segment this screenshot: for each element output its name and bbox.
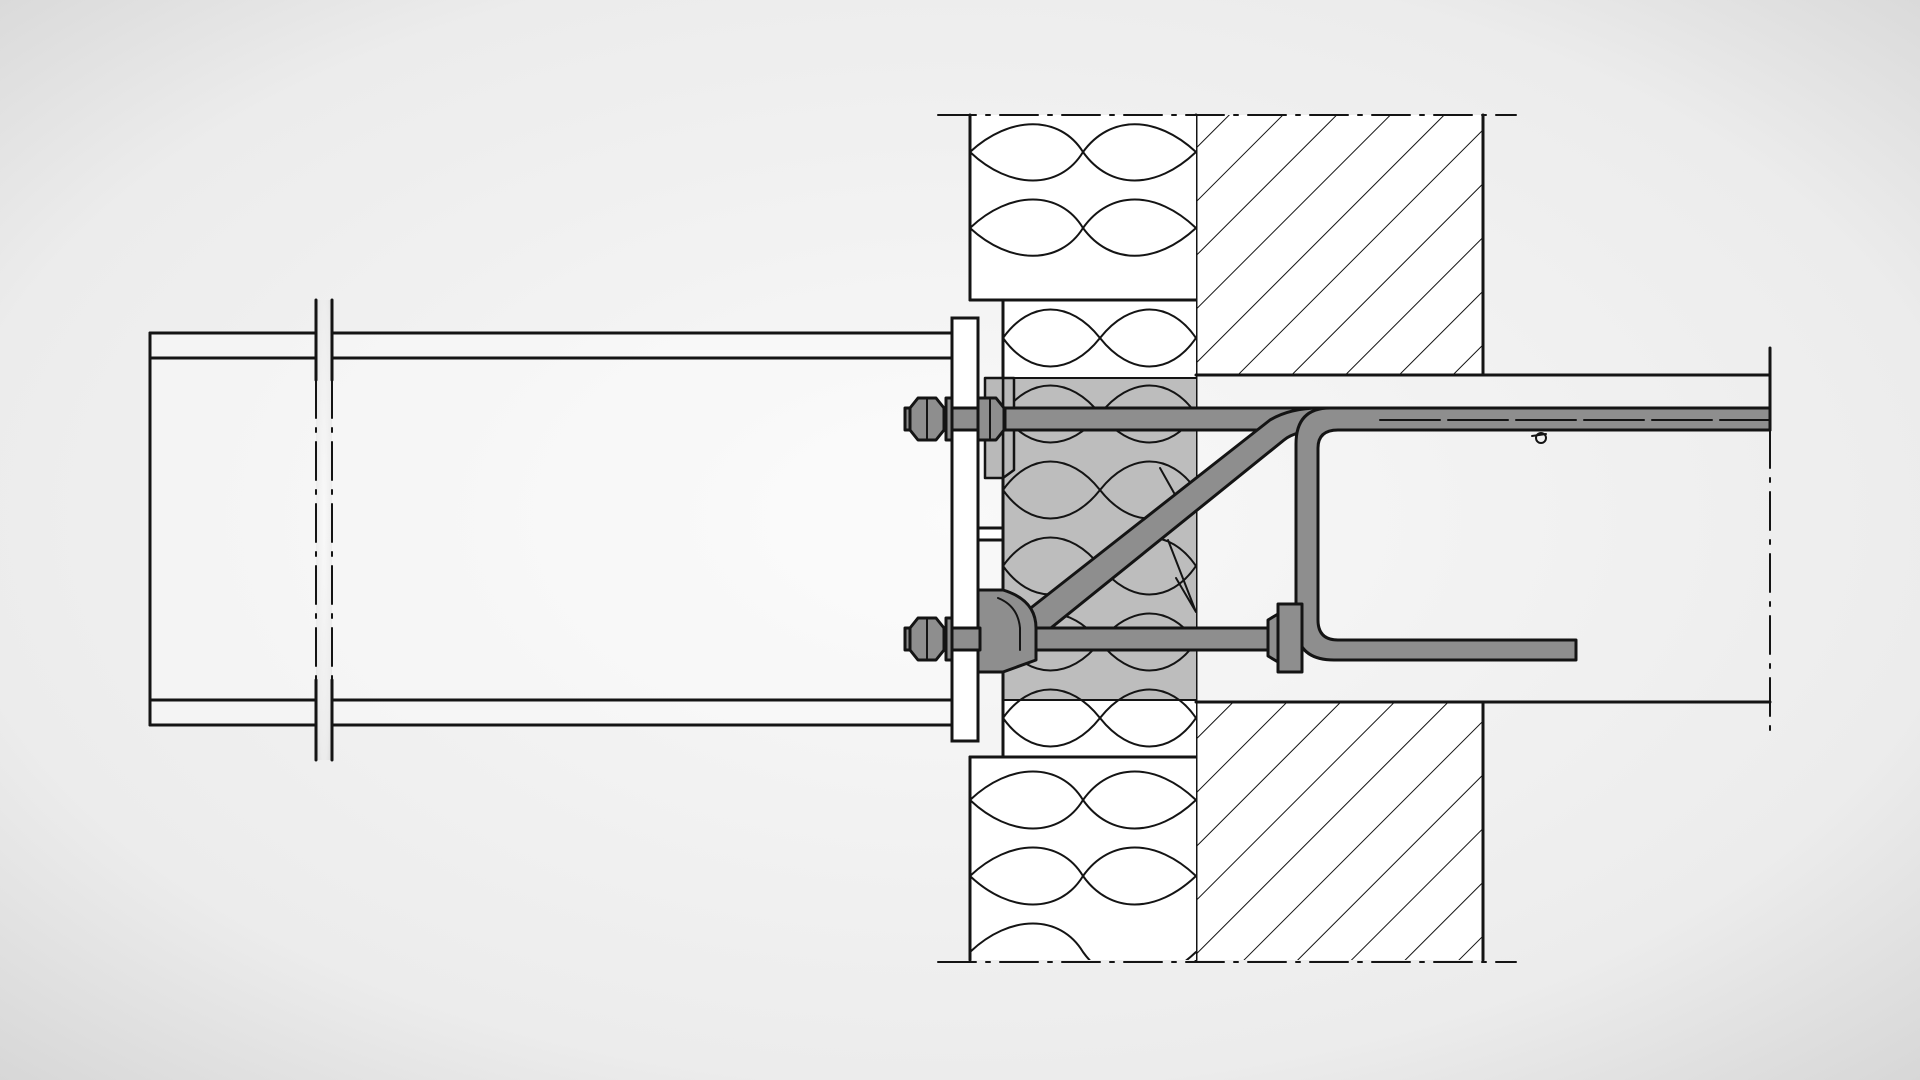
concrete-slab-icon — [1194, 346, 1772, 741]
insulation-icon — [968, 113, 1198, 962]
end-plate-icon — [950, 316, 980, 743]
bolt-icon — [903, 396, 1007, 662]
steel-beam-icon — [148, 298, 954, 762]
shim-plate — [976, 526, 1005, 542]
